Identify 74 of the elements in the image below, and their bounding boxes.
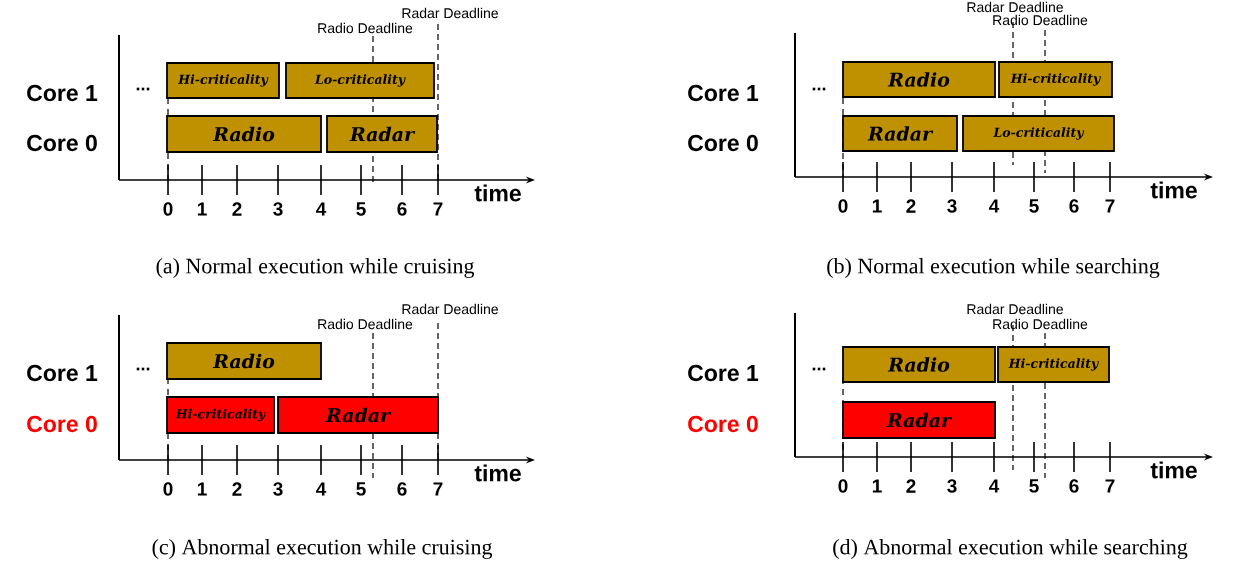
deadline-label: Radar Deadline	[402, 303, 498, 315]
tick-label: 5	[1029, 199, 1039, 213]
tick-label: 4	[989, 199, 1000, 213]
tick-label: 5	[356, 482, 366, 496]
tick-label: 3	[947, 199, 957, 213]
core-label: Core 1	[688, 364, 759, 382]
ellipsis: ...	[812, 367, 826, 371]
task-box: Hi-criticality	[166, 396, 275, 434]
deadline-label: Radio Deadline	[993, 14, 1088, 26]
tick-label: 3	[273, 482, 283, 496]
tick-label: 7	[1105, 479, 1115, 493]
tick-label: 0	[163, 202, 173, 216]
core-label: Core 1	[688, 84, 759, 102]
tick-label: 2	[232, 202, 242, 216]
ellipsis: ...	[136, 367, 150, 371]
tick-label: 2	[232, 482, 242, 496]
task-box: Radio	[842, 346, 996, 383]
task-box: Lo-criticality	[285, 62, 435, 99]
tick-label: 0	[163, 482, 173, 496]
core-label: Core 0	[688, 134, 758, 152]
tick-label: 5	[356, 202, 366, 216]
task-box: Radar	[277, 396, 439, 434]
tick-label: 5	[1029, 479, 1039, 493]
ellipsis: ...	[136, 87, 150, 91]
task-box: Radio	[166, 342, 322, 380]
deadline-label: Radar Deadline	[967, 1, 1063, 13]
task-box: Radio	[842, 61, 996, 98]
task-box: Hi-criticality	[998, 61, 1113, 98]
task-box: Lo-criticality	[962, 115, 1115, 152]
tick-label: 6	[1069, 479, 1079, 493]
caption: (d) Abnormal execution while searching	[833, 539, 1188, 559]
tick-label: 7	[433, 202, 443, 216]
deadline-label: Radar Deadline	[967, 303, 1063, 315]
deadline-label: Radio Deadline	[318, 318, 413, 330]
deadline-label: Radio Deadline	[993, 318, 1088, 330]
tick-label: 4	[316, 482, 327, 496]
core-label: Core 1	[27, 364, 98, 382]
axis-label: time	[1150, 181, 1197, 199]
task-box: Hi-criticality	[997, 346, 1110, 383]
caption: (c) Abnormal execution while cruising	[152, 539, 493, 559]
axis-label: time	[1150, 461, 1197, 479]
task-box: Radio	[166, 115, 322, 153]
task-box: Radar	[326, 115, 438, 153]
tick-label: 0	[838, 479, 848, 493]
tick-label: 3	[947, 479, 957, 493]
tick-label: 3	[273, 202, 283, 216]
task-box: Radar	[842, 115, 958, 152]
ellipsis: ...	[812, 87, 826, 91]
core-label: Core 0	[688, 415, 758, 433]
tick-label: 7	[1105, 199, 1115, 213]
tick-label: 7	[433, 482, 443, 496]
core-label: Core 1	[27, 84, 98, 102]
tick-label: 6	[1069, 199, 1079, 213]
deadline-label: Radar Deadline	[402, 7, 498, 19]
caption: (b) Normal execution while searching	[827, 258, 1160, 278]
tick-label: 1	[872, 479, 882, 493]
axis-label: time	[474, 464, 521, 482]
task-box: Radar	[842, 401, 996, 439]
tick-label: 2	[906, 479, 916, 493]
axis-label: time	[474, 184, 521, 202]
tick-label: 1	[872, 199, 882, 213]
deadline-label: Radio Deadline	[318, 22, 413, 34]
tick-label: 4	[989, 479, 1000, 493]
tick-label: 4	[316, 202, 327, 216]
tick-label: 0	[838, 199, 848, 213]
tick-label: 6	[397, 202, 407, 216]
caption: (a) Normal execution while cruising	[156, 258, 475, 278]
tick-label: 1	[197, 482, 207, 496]
tick-label: 1	[197, 202, 207, 216]
tick-label: 2	[906, 199, 916, 213]
core-label: Core 0	[27, 415, 97, 433]
core-label: Core 0	[27, 134, 97, 152]
task-box: Hi-criticality	[166, 62, 280, 99]
tick-label: 6	[397, 482, 407, 496]
